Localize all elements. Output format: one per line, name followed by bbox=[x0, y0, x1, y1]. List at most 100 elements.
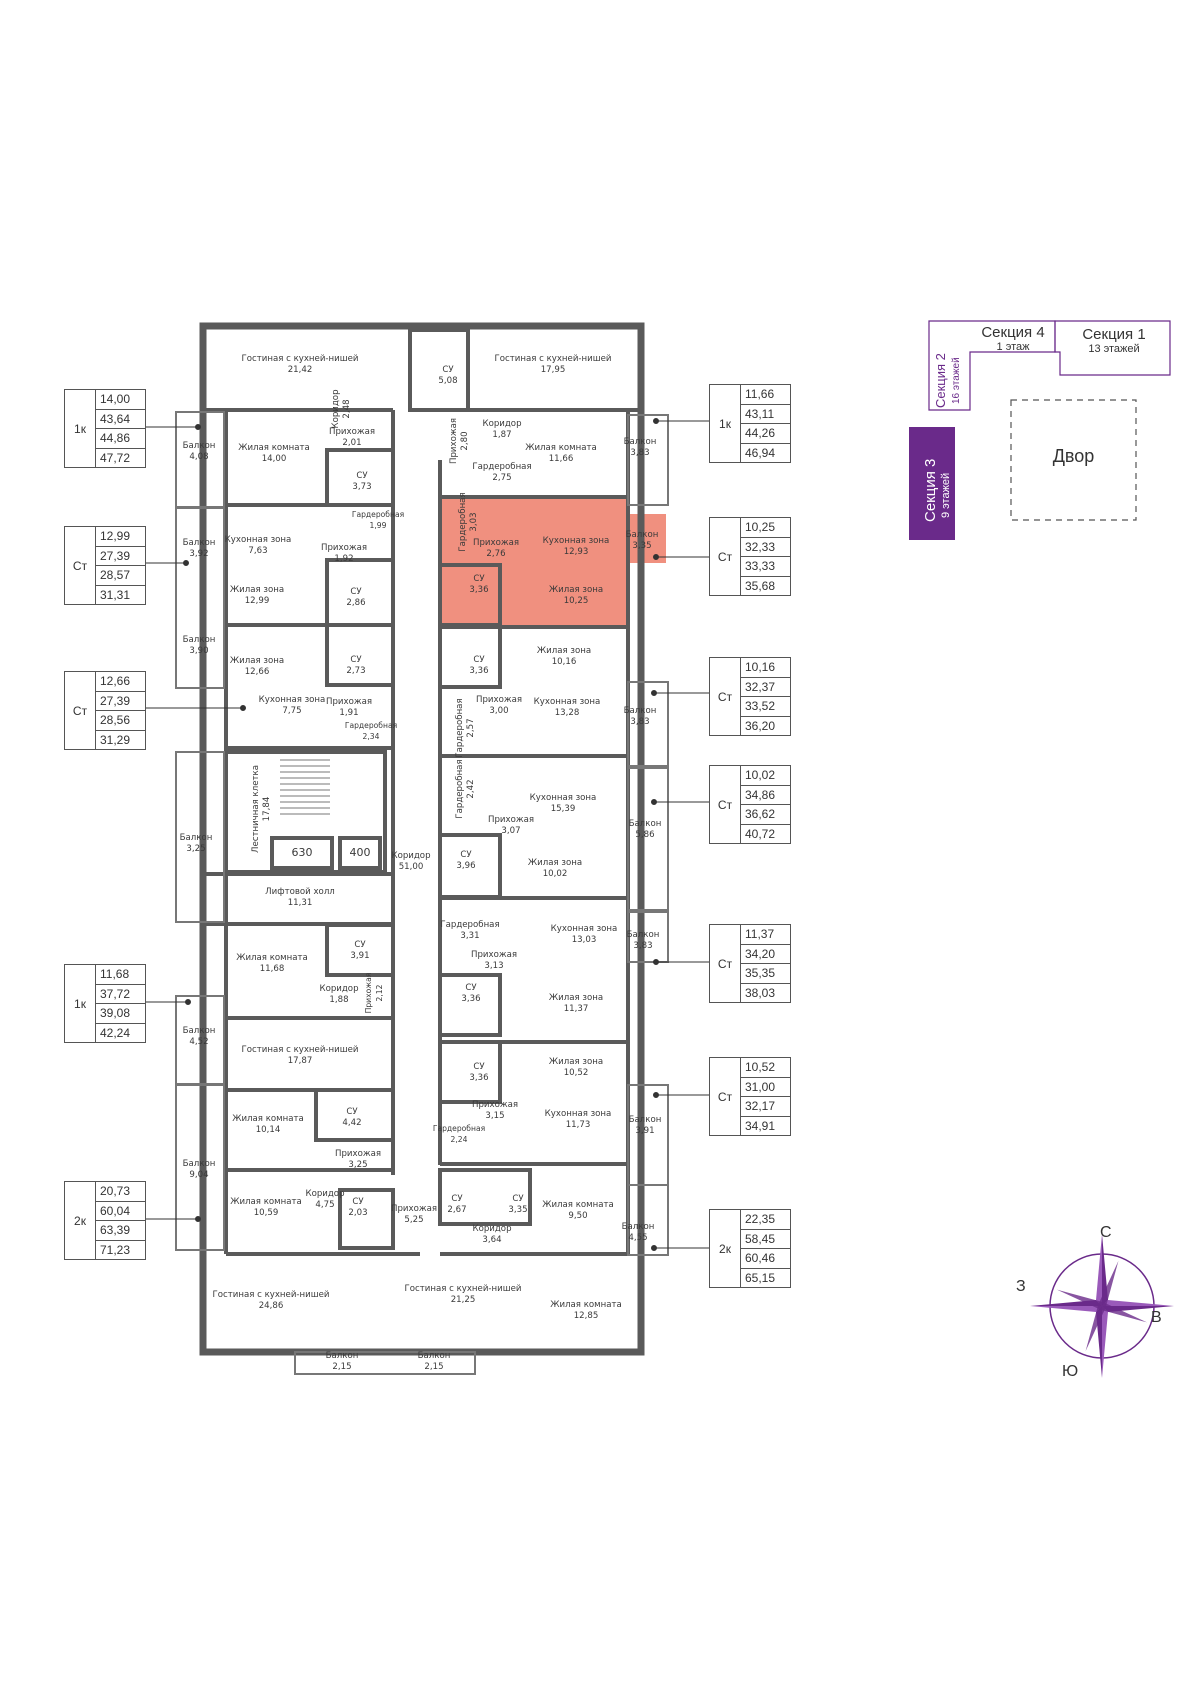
room-area: 10,52 bbox=[564, 1068, 589, 1078]
room-name: Балкон bbox=[326, 1351, 359, 1361]
room-area: 12,66 bbox=[245, 667, 270, 677]
room-r60: СУ3,36 bbox=[469, 1062, 488, 1083]
room-name: Гардеробная bbox=[455, 759, 465, 818]
room-area: 4,55 bbox=[628, 1233, 647, 1243]
area-value: 39,08 bbox=[96, 1004, 145, 1024]
room-area: 3,96 bbox=[456, 861, 475, 871]
room-area: 3,64 bbox=[482, 1235, 501, 1245]
room-area: 3,35 bbox=[632, 541, 651, 551]
room-name: Гардеробная bbox=[440, 920, 499, 930]
area-value: 34,20 bbox=[741, 945, 790, 964]
balconies bbox=[175, 411, 669, 1375]
room-name: Жилая зона bbox=[549, 585, 603, 595]
room-name: Жилая зона bbox=[537, 646, 591, 656]
apartment-type: 1к bbox=[710, 385, 741, 462]
room-area: 14,00 bbox=[262, 454, 287, 464]
room-name: Кухонная зона bbox=[534, 697, 601, 707]
apartment-type: 2к bbox=[710, 1210, 741, 1287]
room-area: 11,31 bbox=[288, 898, 313, 908]
room-name: Балкон bbox=[183, 441, 216, 451]
room-area: 2,73 bbox=[346, 666, 365, 676]
room-area: 5,86 bbox=[635, 830, 654, 840]
room-area: 2,15 bbox=[332, 1362, 351, 1372]
yard-label: Двор bbox=[1052, 446, 1095, 466]
room-area: 3,13 bbox=[484, 961, 503, 971]
room-name: Жилая комната bbox=[236, 953, 308, 963]
room-name: Балкон bbox=[180, 833, 213, 843]
room-area: 21,42 bbox=[288, 365, 313, 375]
room-name: Лифтовой холл bbox=[265, 887, 335, 897]
area-value: 14,00 bbox=[96, 390, 145, 410]
area-value: 46,94 bbox=[745, 445, 776, 460]
room-area: 2,57 bbox=[466, 718, 476, 737]
room-area: 17,87 bbox=[288, 1056, 313, 1066]
room-name: Прихожая bbox=[326, 697, 372, 707]
area-value: 22,35 bbox=[741, 1210, 790, 1230]
room-name: СУ bbox=[465, 983, 477, 993]
area-value: 27,39 bbox=[96, 547, 145, 566]
highlighted-apartment[interactable] bbox=[440, 497, 666, 625]
area-value: 60,04 bbox=[96, 1202, 145, 1221]
room-name: Балкон bbox=[183, 538, 216, 548]
room-area: 1,88 bbox=[329, 995, 348, 1005]
room-name: Балкон bbox=[629, 1115, 662, 1125]
room-name: Гостиная с кухней-нишей bbox=[242, 1045, 359, 1055]
room-area: 1,87 bbox=[492, 430, 511, 440]
room-area: 2,75 bbox=[492, 473, 511, 483]
area-value: 27,39 bbox=[96, 692, 145, 711]
room-area: 2,42 bbox=[466, 779, 476, 798]
room-area: 3,83 bbox=[633, 941, 652, 951]
area-value: 47,72 bbox=[100, 450, 131, 465]
room-name: Жилая зона bbox=[230, 585, 284, 595]
area-value: 35,35 bbox=[741, 964, 790, 984]
room-area: 2,48 bbox=[342, 399, 352, 418]
room-name: Жилая комната bbox=[232, 1114, 304, 1124]
apartment-type: Ст bbox=[65, 527, 96, 604]
room-r8: СУ3,73 bbox=[352, 471, 371, 492]
room-name: Жилая комната bbox=[550, 1300, 622, 1310]
area-value: 28,56 bbox=[96, 711, 145, 731]
room-name: Жилая зона bbox=[549, 1057, 603, 1067]
area-value: 71,23 bbox=[100, 1242, 131, 1257]
room-name: Гостиная с кухней-нишей bbox=[213, 1290, 330, 1300]
apartment-type: Ст bbox=[710, 925, 741, 1002]
